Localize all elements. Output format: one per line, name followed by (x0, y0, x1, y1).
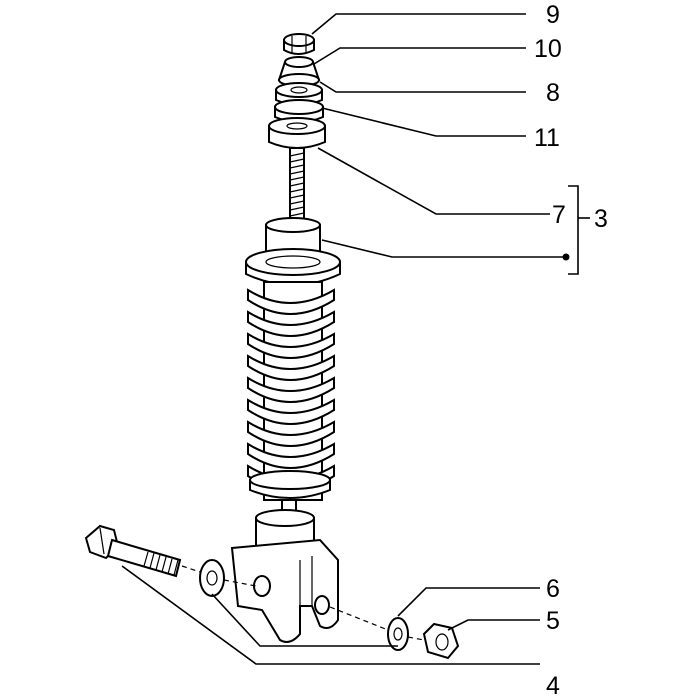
leader-lines (121, 13, 590, 665)
callout-7: 7 (552, 201, 566, 229)
assembly-axis-lines (181, 565, 425, 641)
callout-5: 5 (546, 607, 560, 635)
nut-part-5 (422, 622, 460, 660)
callout-4: 4 (546, 672, 560, 700)
callout-6: 6 (546, 575, 560, 603)
callout-9: 9 (546, 1, 560, 29)
threaded-piston-rod (289, 147, 305, 229)
mounting-bolt-part-4 (84, 524, 182, 578)
callout-3: 3 (594, 205, 608, 233)
bushing-part-7 (268, 117, 326, 149)
callout-10: 10 (534, 35, 562, 63)
callout-8: 8 (546, 79, 560, 107)
cup-washer-part-10 (277, 56, 321, 87)
shock-absorber-body (230, 217, 341, 643)
callout-11: 11 (534, 124, 560, 152)
washer-part-6 (387, 617, 409, 651)
nut-part-9 (283, 33, 315, 55)
washer-part-left (199, 559, 225, 597)
